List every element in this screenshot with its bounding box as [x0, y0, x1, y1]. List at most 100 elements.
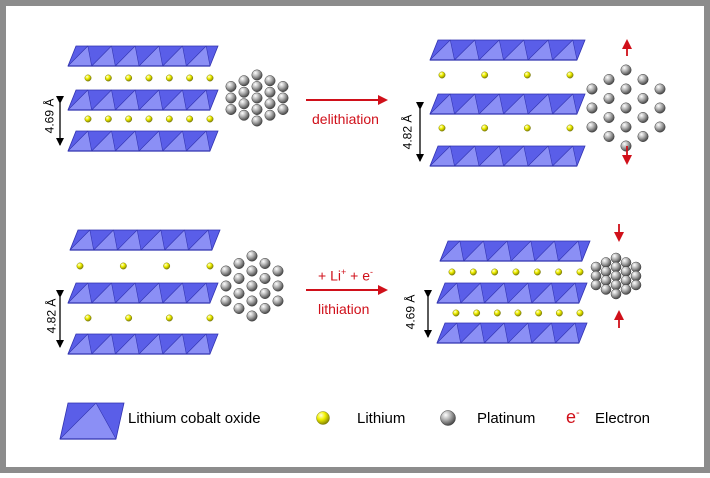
legend-label-platinum: Platinum: [477, 410, 536, 427]
platinum-atom: [620, 284, 632, 295]
platinum-atom: [246, 280, 258, 292]
platinum-atom: [620, 266, 632, 277]
reagent-li-charge: +: [340, 267, 347, 277]
platinum-atom: [654, 102, 666, 114]
platinum-atom: [225, 81, 237, 92]
platinum-atom: [246, 265, 258, 277]
lithium-atom: [125, 115, 133, 123]
platinum-atom: [637, 112, 649, 123]
reagent-electron: + e: [346, 267, 370, 284]
platinum-atom: [251, 81, 263, 92]
platinum-atom: [225, 92, 237, 104]
lithium-atom: [576, 268, 584, 276]
lithium-atom: [163, 262, 171, 270]
lithium-atom: [566, 124, 574, 132]
lithium-atom: [555, 268, 563, 276]
platinum-atom: [620, 275, 632, 286]
platinum-atom: [259, 303, 271, 314]
platinum-atom: [233, 258, 245, 269]
platinum-atom: [603, 112, 615, 123]
platinum-atom: [264, 98, 276, 110]
platinum-atom: [259, 288, 271, 299]
lithium-atom: [512, 268, 520, 276]
lco-layer-top-right-1: [429, 39, 586, 61]
platinum-atom: [610, 261, 622, 273]
platinum-atom: [238, 75, 250, 87]
platinum-atom: [272, 280, 284, 292]
platinum-atom: [238, 109, 250, 121]
platinum-atom: [600, 266, 612, 277]
platinum-atom: [610, 279, 622, 291]
lithium-atom: [438, 124, 446, 132]
platinum-atom: [590, 270, 602, 282]
lithium-atom: [84, 74, 92, 82]
lco-layer-top-right-3: [429, 145, 586, 167]
platinum-atom: [620, 257, 632, 268]
lithium-atom: [206, 74, 214, 82]
platinum-atom: [259, 273, 271, 284]
lithium-atom: [84, 115, 92, 123]
platinum-atom: [238, 86, 250, 98]
lco-layer-top-left-2: [67, 89, 219, 111]
platinum-atom: [610, 252, 622, 264]
platinum-atom: [600, 284, 612, 295]
platinum-atom: [637, 131, 649, 142]
platinum-atom: [277, 81, 289, 92]
lithium-atom: [206, 115, 214, 123]
platinum-atom: [637, 74, 649, 85]
platinum-atom: [246, 310, 258, 322]
platinum-atom: [620, 83, 632, 95]
platinum-atom: [220, 295, 232, 307]
platinum-atom: [233, 288, 245, 299]
platinum-atom: [620, 102, 632, 114]
distance-label-bottom-right: 4.69 Å: [403, 294, 418, 330]
platinum-atom: [264, 109, 276, 121]
platinum-atom: [590, 261, 602, 273]
reagent-electron-charge: -: [369, 267, 373, 277]
platinum-atom: [225, 104, 237, 115]
platinum-atom: [603, 93, 615, 104]
platinum-atom: [272, 265, 284, 277]
distance-label-bottom-left: 4.82 Å: [44, 298, 59, 334]
legend-electron-symbol: e-: [566, 407, 580, 427]
lco-layer-bottom-right-3: [436, 322, 588, 344]
platinum-atom: [220, 265, 232, 277]
platinum-atom: [264, 86, 276, 98]
platinum-atom: [251, 92, 263, 104]
reaction-label-delithiation: delithiation: [312, 111, 379, 127]
lithium-atom: [145, 115, 153, 123]
legend-label-lco: Lithium cobalt oxide: [128, 410, 261, 427]
platinum-atom: [277, 92, 289, 104]
platinum-atom: [610, 288, 622, 300]
lithium-atom: [145, 74, 153, 82]
reagent-li: + Li: [318, 267, 341, 284]
platinum-atom: [630, 279, 642, 291]
lithium-atom: [206, 314, 214, 322]
platinum-atom: [600, 275, 612, 286]
platinum-atom: [620, 140, 632, 152]
lithium-atom: [566, 71, 574, 79]
platinum-atom: [603, 74, 615, 85]
platinum-atom: [600, 257, 612, 268]
lco-layer-top-left-3: [67, 130, 219, 152]
lithium-atom: [523, 124, 531, 132]
lithium-atom: [316, 411, 330, 425]
lco-layer-bottom-right-2: [436, 282, 588, 304]
platinum-atom: [637, 93, 649, 104]
platinum-atom: [238, 98, 250, 110]
lithium-atom: [438, 71, 446, 79]
platinum-atom: [586, 102, 598, 114]
reaction-label-lithiation: lithiation: [318, 301, 370, 317]
lco-layer-bottom-left-3: [67, 333, 219, 355]
platinum-atom: [251, 104, 263, 115]
lithium-atom: [119, 262, 127, 270]
lithium-atom: [186, 115, 194, 123]
platinum-atom: [620, 64, 632, 76]
platinum-atom: [610, 270, 622, 282]
lithium-atom: [555, 309, 563, 317]
lithium-atom: [535, 309, 543, 317]
lithium-atom: [165, 314, 173, 322]
platinum-atom: [586, 83, 598, 95]
